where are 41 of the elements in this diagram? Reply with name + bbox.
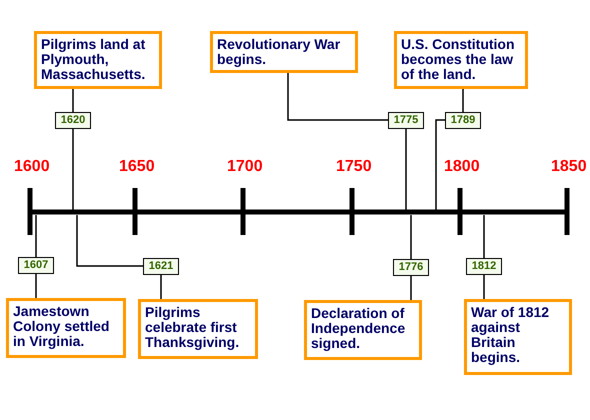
leader-line bbox=[160, 275, 162, 299]
year-tag: 1789 bbox=[445, 112, 481, 129]
event-box bbox=[304, 300, 422, 360]
event-box bbox=[138, 299, 258, 359]
year-label: 1650 bbox=[119, 158, 155, 176]
leader-line bbox=[35, 215, 37, 257]
leader-line bbox=[483, 215, 485, 258]
leader-line bbox=[35, 274, 37, 298]
year-tag: 1607 bbox=[18, 257, 54, 274]
event-box bbox=[464, 299, 572, 375]
event-text: Jamestown Colony settled in Virginia. bbox=[13, 304, 110, 349]
leader-line bbox=[76, 215, 143, 267]
event-box bbox=[34, 31, 162, 89]
event-text: U.S. Constitution becomes the law of the land. bbox=[401, 37, 516, 82]
leader-line bbox=[72, 89, 74, 112]
year-label: 1800 bbox=[444, 158, 480, 176]
event-text: Declaration of Independence signed. bbox=[311, 306, 406, 351]
leader-line bbox=[483, 275, 485, 299]
year-label: 1600 bbox=[14, 158, 50, 176]
year-tag: 1812 bbox=[466, 258, 502, 275]
leader-line bbox=[410, 276, 412, 300]
leader-line bbox=[72, 129, 74, 210]
leader-line bbox=[462, 89, 464, 112]
event-box bbox=[394, 31, 528, 89]
event-box bbox=[6, 298, 126, 358]
leader-line bbox=[435, 119, 445, 210]
year-tag: 1775 bbox=[388, 112, 424, 129]
event-text: War of 1812 against Britain begins. bbox=[471, 305, 550, 365]
leader-line bbox=[287, 73, 388, 121]
year-label: 1750 bbox=[336, 158, 372, 176]
event-box bbox=[210, 31, 358, 73]
year-label: 1700 bbox=[227, 158, 263, 176]
year-tag: 1776 bbox=[393, 259, 429, 276]
year-tag: 1620 bbox=[55, 112, 91, 129]
event-text: Pilgrims celebrate first Thanksgiving. bbox=[145, 305, 240, 350]
event-text: Revolutionary War begins. bbox=[217, 37, 342, 67]
leader-line bbox=[405, 129, 407, 210]
leader-line bbox=[410, 215, 412, 259]
year-tag: 1621 bbox=[143, 258, 179, 275]
event-text: Pilgrims land at Plymouth, Massachusetts. bbox=[41, 37, 146, 82]
year-label: 1850 bbox=[551, 158, 587, 176]
